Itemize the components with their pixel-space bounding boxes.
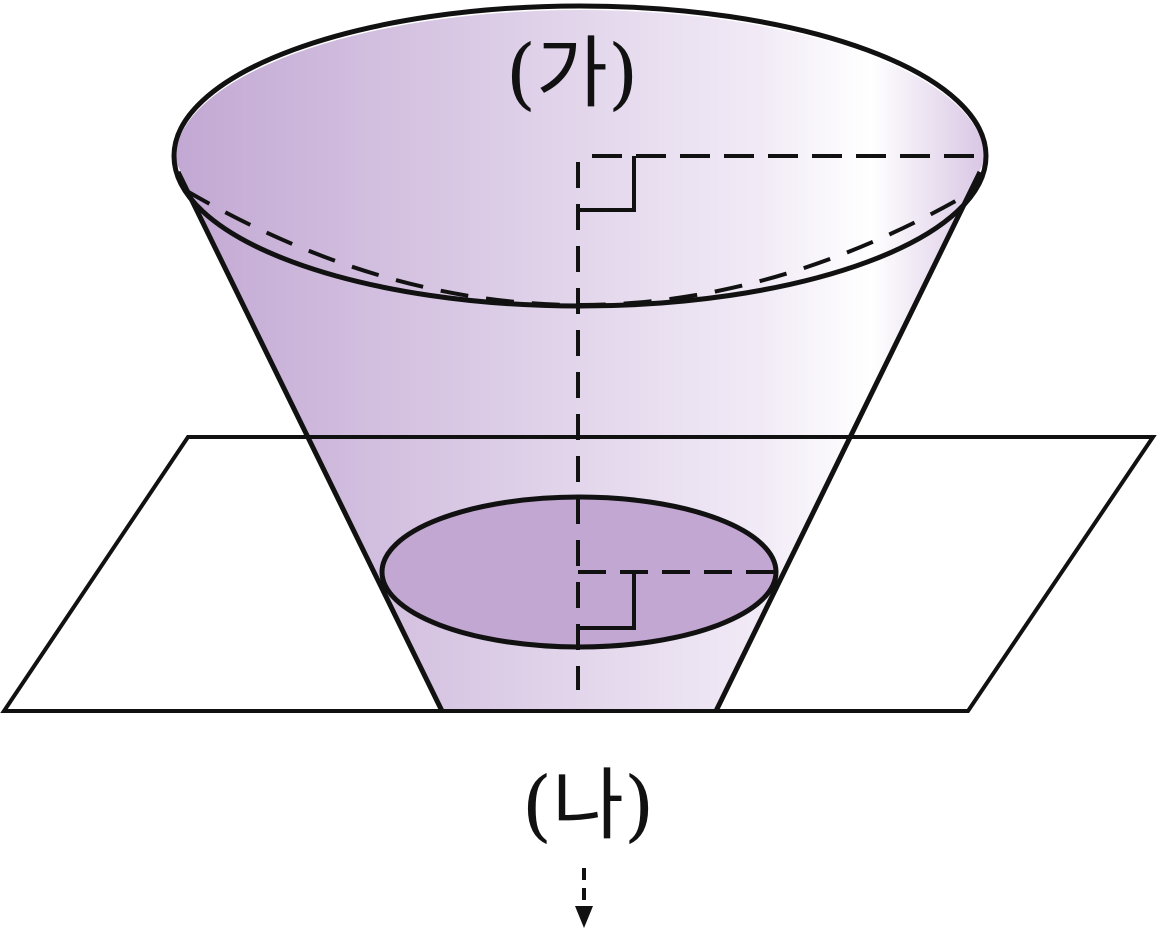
cone-body (175, 10, 985, 711)
label-top: (가) (506, 29, 639, 119)
direction-arrow-head (575, 906, 593, 928)
cone-right-side (713, 170, 983, 713)
right-angle-marker-section (578, 572, 636, 630)
label-bottom: (나) (522, 761, 655, 851)
right-angle-marker-top (578, 156, 636, 212)
cutting-plane (0, 435, 1157, 713)
cone-left-side (175, 170, 445, 713)
